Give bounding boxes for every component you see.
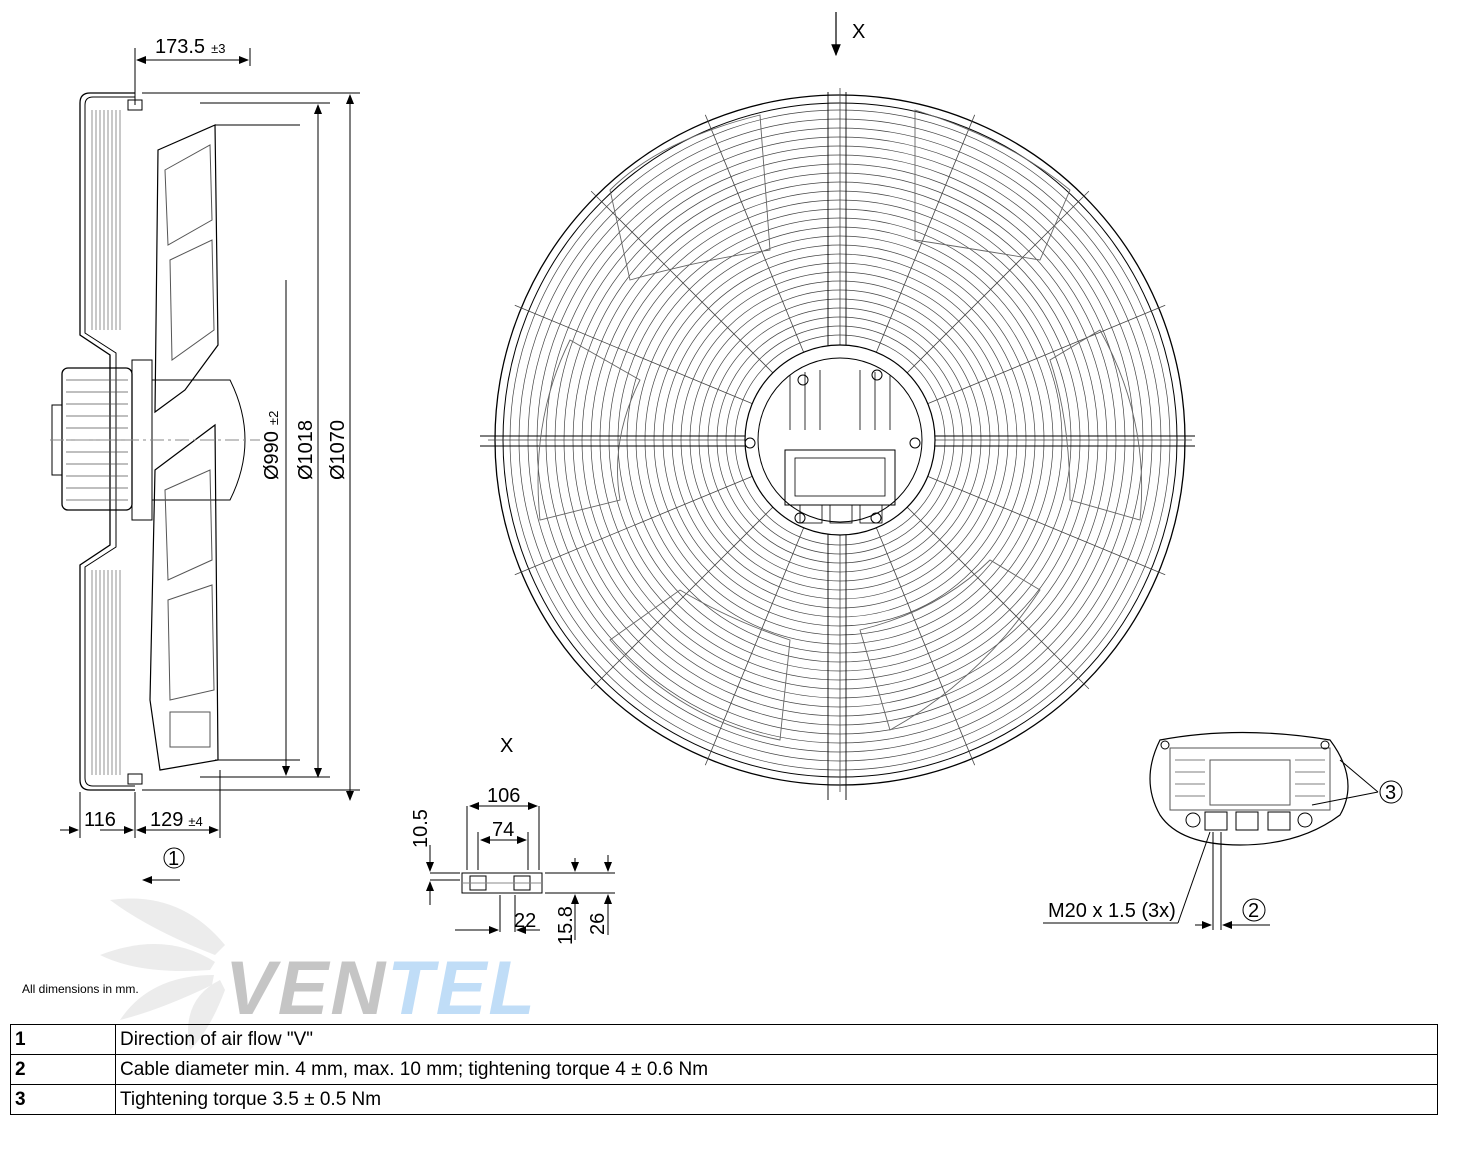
units-note: All dimensions in mm. [22, 982, 139, 996]
dim-d990: Ø990±2 [261, 411, 283, 480]
dim-26: 26 [587, 913, 609, 935]
dim-d1070: Ø1070 [327, 420, 349, 480]
dim-10-5: 10.5 [410, 809, 432, 848]
legend-row: 3 Tightening torque 3.5 ± 0.5 Nm [10, 1084, 1438, 1115]
dim-129: 129±4 [150, 809, 203, 831]
terminal-box-detail [1043, 731, 1403, 930]
dim-22: 22 [514, 910, 536, 932]
callout-1: 1 [168, 848, 179, 870]
legend-row: 2 Cable diameter min. 4 mm, max. 10 mm; … [10, 1054, 1438, 1085]
dim-15-8: 15.8 [555, 906, 577, 945]
callout-3: 3 [1385, 782, 1396, 804]
detail-x-view [426, 802, 615, 940]
dim-106: 106 [487, 785, 520, 807]
legend-row: 1 Direction of air flow "V" [10, 1024, 1438, 1055]
legend-number: 3 [10, 1084, 116, 1115]
detail-x-title: X [500, 735, 513, 757]
thread-label: M20 x 1.5 (3x) [1048, 900, 1176, 922]
dim-d1018: Ø1018 [295, 420, 317, 480]
legend-number: 2 [10, 1054, 116, 1085]
front-view [480, 88, 1195, 800]
side-view [50, 92, 260, 791]
legend-text: Cable diameter min. 4 mm, max. 10 mm; ti… [115, 1054, 1438, 1085]
ventel-logo: VENTEL [225, 946, 537, 1031]
legend-text: Direction of air flow "V" [115, 1024, 1438, 1055]
legend-text: Tightening torque 3.5 ± 0.5 Nm [115, 1084, 1438, 1115]
view-x-label: X [852, 21, 865, 43]
dim-116: 116 [84, 809, 116, 831]
dim-74: 74 [492, 819, 514, 841]
legend-table: 1 Direction of air flow "V" 2 Cable diam… [10, 1024, 1438, 1115]
side-dimension-lines [60, 48, 360, 884]
dim-173-5: 173.5±3 [155, 36, 225, 58]
legend-number: 1 [10, 1024, 116, 1055]
callout-2: 2 [1248, 900, 1259, 922]
